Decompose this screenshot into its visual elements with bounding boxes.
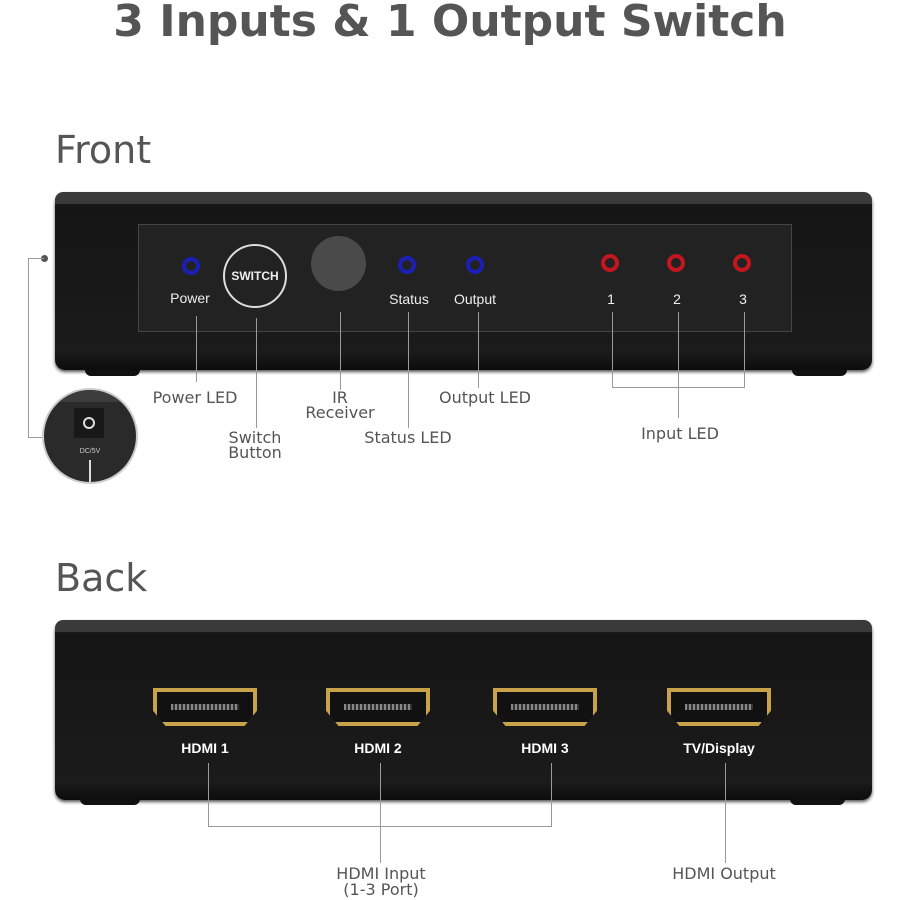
ir-callout-2: Receiver bbox=[305, 403, 375, 422]
leader-line bbox=[340, 312, 341, 390]
input-1-label: 1 bbox=[607, 291, 615, 307]
device-rim bbox=[55, 192, 872, 204]
back-heading: Back bbox=[55, 556, 148, 600]
status-label: Status bbox=[389, 291, 429, 307]
dc-label: DC/5V bbox=[79, 448, 101, 455]
ir-callout-1: IR bbox=[332, 388, 348, 407]
leader-line bbox=[380, 763, 381, 863]
hdmi-3-label: HDMI 3 bbox=[521, 740, 569, 756]
leader-line bbox=[408, 312, 409, 428]
leader-line bbox=[551, 763, 552, 826]
hdmi-port-1 bbox=[153, 688, 257, 726]
input-led-2 bbox=[667, 254, 685, 272]
leader-line bbox=[478, 312, 479, 388]
device-foot bbox=[792, 370, 847, 376]
front-heading: Front bbox=[55, 128, 152, 172]
power-led bbox=[182, 257, 200, 275]
callout-dot bbox=[41, 255, 48, 262]
input-3-label: 3 bbox=[739, 291, 747, 307]
leader-line bbox=[678, 312, 679, 418]
dc-power-inset: DC/5V bbox=[42, 388, 138, 484]
dc-jack bbox=[74, 408, 104, 438]
input-2-label: 2 bbox=[673, 291, 681, 307]
leader-line bbox=[28, 258, 29, 438]
hdmi-1-label: HDMI 1 bbox=[181, 740, 229, 756]
hdmi-2-label: HDMI 2 bbox=[354, 740, 402, 756]
output-label: Output bbox=[453, 291, 497, 307]
power-label: Power bbox=[170, 290, 210, 306]
leader-line bbox=[28, 437, 44, 438]
leader-line bbox=[612, 387, 745, 388]
hdmi-output-port bbox=[667, 688, 771, 726]
status-led bbox=[398, 256, 416, 274]
hdmi-port-3 bbox=[493, 688, 597, 726]
hdmi-input-callout-2: (1-3 Port) bbox=[343, 880, 419, 899]
device-rim bbox=[55, 620, 872, 632]
leader-line bbox=[612, 312, 613, 387]
input-led-callout: Input LED bbox=[641, 424, 719, 443]
leader-line bbox=[28, 258, 44, 259]
input-led-3 bbox=[733, 254, 751, 272]
device-foot bbox=[80, 799, 140, 805]
output-led bbox=[466, 256, 484, 274]
hdmi-output-callout: HDMI Output bbox=[672, 864, 776, 883]
leader-line bbox=[208, 826, 552, 827]
device-foot bbox=[85, 370, 140, 376]
switch-button[interactable]: SWITCH bbox=[223, 244, 287, 308]
leader-line bbox=[725, 763, 726, 863]
hdmi-port-2 bbox=[326, 688, 430, 726]
leader-line bbox=[256, 318, 257, 428]
input-led-1 bbox=[601, 254, 619, 272]
leader-line bbox=[196, 316, 197, 382]
ir-receiver bbox=[311, 236, 366, 291]
diagram-title: 3 Inputs & 1 Output Switch bbox=[113, 0, 787, 47]
leader-line bbox=[744, 312, 745, 387]
power-led-callout: Power LED bbox=[152, 388, 238, 407]
leader-line bbox=[208, 763, 209, 826]
hdmi-input-callout-1: HDMI Input bbox=[336, 864, 426, 883]
device-foot bbox=[790, 799, 845, 805]
switch-button-callout-1: Switch bbox=[228, 428, 282, 447]
output-led-callout: Output LED bbox=[438, 388, 532, 407]
status-led-callout: Status LED bbox=[364, 428, 452, 447]
switch-button-callout-2: Button bbox=[228, 443, 282, 462]
tv-display-label: TV/Display bbox=[683, 740, 755, 756]
